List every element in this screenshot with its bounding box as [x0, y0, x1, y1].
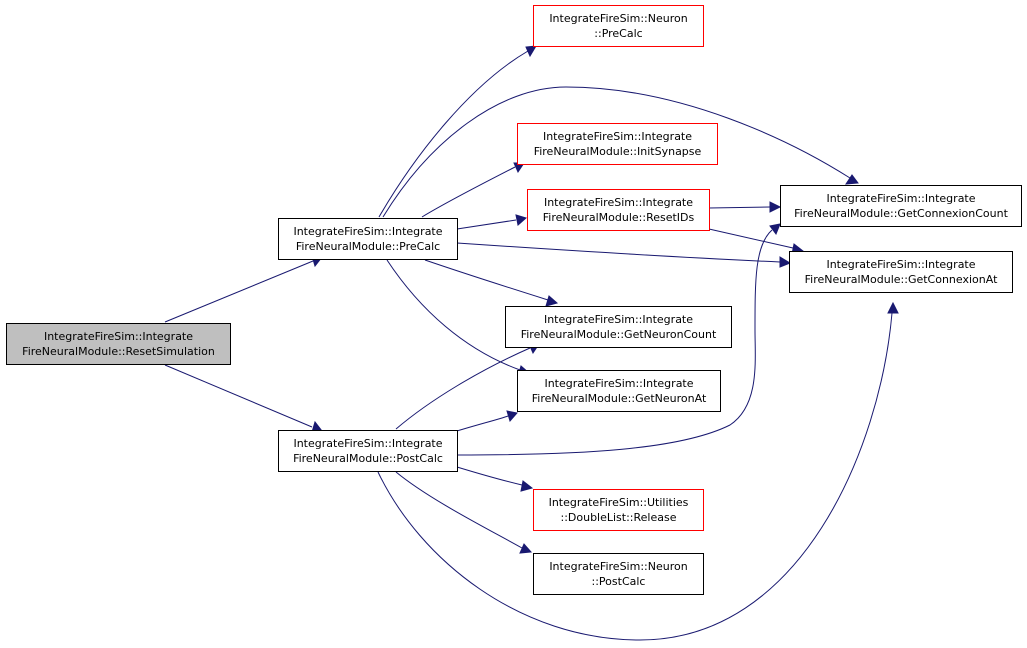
- node-label-line: FireNeuralModule::PreCalc: [296, 240, 440, 253]
- edge-line: [708, 206, 771, 209]
- node-box: [533, 489, 704, 531]
- edge-line: [382, 86, 851, 218]
- edge-precalc-to-initsynapse: [421, 162, 525, 218]
- edge-line: [424, 259, 549, 301]
- edge-line: [421, 166, 516, 218]
- node-box: [780, 185, 1022, 227]
- edge-postcalc-to-neuron-postcalc: [395, 471, 533, 554]
- node-getneuroncount[interactable]: IntegrateFireSim::IntegrateFireNeuralMod…: [505, 306, 732, 348]
- node-label-line: IntegrateFireSim::Integrate: [544, 377, 693, 390]
- node-label-line: FireNeuralModule::PostCalc: [293, 452, 443, 465]
- edge-resetsimulation-to-postcalc: [164, 364, 323, 433]
- node-label-line: FireNeuralModule::InitSynapse: [534, 145, 702, 158]
- edge-line: [456, 219, 517, 230]
- node-label-line: IntegrateFireSim::Integrate: [44, 330, 193, 343]
- node-label-line: IntegrateFireSim::Integrate: [543, 130, 692, 143]
- arrowhead-icon: [506, 410, 518, 423]
- node-initsynapse[interactable]: IntegrateFireSim::IntegrateFireNeuralMod…: [517, 123, 718, 165]
- node-box: [533, 5, 704, 47]
- node-label-line: IntegrateFireSim::Utilities: [549, 496, 689, 509]
- edge-resetids-to-getconnexionat: [708, 228, 805, 255]
- node-label-line: ::PreCalc: [594, 27, 642, 40]
- edge-precalc-to-getneuroncount: [424, 259, 559, 307]
- node-label-line: IntegrateFireSim::Integrate: [293, 225, 442, 238]
- edge-resetids-to-getconnexioncount: [708, 201, 782, 213]
- node-box: [789, 251, 1013, 293]
- arrowhead-icon: [525, 45, 537, 58]
- edge-precalc-to-neuron-precalc: [378, 45, 537, 218]
- edge-line: [395, 471, 523, 549]
- edge-line: [164, 260, 314, 323]
- node-getconnexionat[interactable]: IntegrateFireSim::IntegrateFireNeuralMod…: [789, 251, 1013, 293]
- arrowhead-icon: [520, 480, 534, 492]
- node-resetids[interactable]: IntegrateFireSim::IntegrateFireNeuralMod…: [527, 189, 710, 231]
- node-label-line: FireNeuralModule::GetConnexionCount: [794, 207, 1008, 220]
- node-postcalc[interactable]: IntegrateFireSim::IntegrateFireNeuralMod…: [278, 430, 458, 472]
- edge-resetsimulation-to-precalc: [164, 255, 323, 323]
- node-box: [517, 370, 721, 412]
- arrowhead-icon: [519, 543, 533, 554]
- edge-line: [395, 347, 531, 430]
- node-getconnexioncount[interactable]: IntegrateFireSim::IntegrateFireNeuralMod…: [780, 185, 1022, 227]
- node-doublelist-release[interactable]: IntegrateFireSim::Utilities::DoubleList:…: [533, 489, 704, 531]
- edge-precalc-to-getconnexioncount: [382, 86, 859, 218]
- node-getneuronat[interactable]: IntegrateFireSim::IntegrateFireNeuralMod…: [517, 370, 721, 412]
- edge-line: [386, 259, 521, 371]
- edge-postcalc-to-getneuronat: [456, 410, 518, 432]
- node-neuron-postcalc[interactable]: IntegrateFireSim::Neuron::PostCalc: [533, 553, 704, 595]
- node-label-line: IntegrateFireSim::Integrate: [293, 437, 442, 450]
- node-label-line: IntegrateFireSim::Neuron: [549, 560, 687, 573]
- edge-postcalc-to-getconnexioncount: [456, 223, 781, 456]
- edge-line: [708, 228, 794, 249]
- edge-line: [456, 242, 781, 263]
- node-label-line: FireNeuralModule::GetNeuronCount: [521, 328, 717, 341]
- node-box: [517, 123, 718, 165]
- edge-precalc-to-resetids: [456, 214, 528, 230]
- edge-line: [378, 50, 529, 218]
- arrowhead-icon: [769, 201, 782, 213]
- edges-layer: [164, 45, 899, 641]
- node-label-line: ::PostCalc: [592, 575, 646, 588]
- node-box: [278, 430, 458, 472]
- node-label-line: IntegrateFireSim::Integrate: [826, 192, 975, 205]
- edge-line: [456, 229, 773, 456]
- nodes-layer: IntegrateFireSim::IntegrateFireNeuralMod…: [6, 5, 1022, 595]
- arrowhead-icon: [515, 214, 528, 226]
- edge-line: [456, 415, 509, 432]
- arrowhead-icon: [779, 256, 792, 268]
- node-label-line: IntegrateFireSim::Neuron: [549, 12, 687, 25]
- arrowhead-icon: [545, 295, 559, 307]
- edge-postcalc-to-doublelist-release: [456, 466, 534, 492]
- edge-line: [164, 364, 313, 428]
- node-label-line: IntegrateFireSim::Integrate: [826, 258, 975, 271]
- node-box: [6, 323, 231, 365]
- node-box: [533, 553, 704, 595]
- node-box: [527, 189, 710, 231]
- node-precalc[interactable]: IntegrateFireSim::IntegrateFireNeuralMod…: [278, 218, 458, 260]
- edge-line: [377, 312, 893, 641]
- edge-precalc-to-getconnexionat: [456, 242, 792, 268]
- node-label-line: FireNeuralModule::ResetIDs: [543, 211, 695, 224]
- arrowhead-icon: [845, 174, 859, 185]
- node-resetsimulation[interactable]: IntegrateFireSim::IntegrateFireNeuralMod…: [6, 323, 231, 365]
- node-label-line: FireNeuralModule::GetNeuronAt: [532, 392, 707, 405]
- node-label-line: IntegrateFireSim::Integrate: [544, 196, 693, 209]
- node-neuron-precalc[interactable]: IntegrateFireSim::Neuron::PreCalc: [533, 5, 704, 47]
- node-label-line: FireNeuralModule::ResetSimulation: [22, 345, 215, 358]
- edge-postcalc-to-getconnexionat: [377, 301, 899, 641]
- node-box: [505, 306, 732, 348]
- node-box: [278, 218, 458, 260]
- arrowhead-icon: [887, 301, 899, 314]
- node-label-line: IntegrateFireSim::Integrate: [544, 313, 693, 326]
- node-label-line: ::DoubleList::Release: [560, 511, 676, 524]
- edge-line: [456, 466, 523, 486]
- node-label-line: FireNeuralModule::GetConnexionAt: [805, 273, 998, 286]
- arrowhead-icon: [769, 223, 781, 236]
